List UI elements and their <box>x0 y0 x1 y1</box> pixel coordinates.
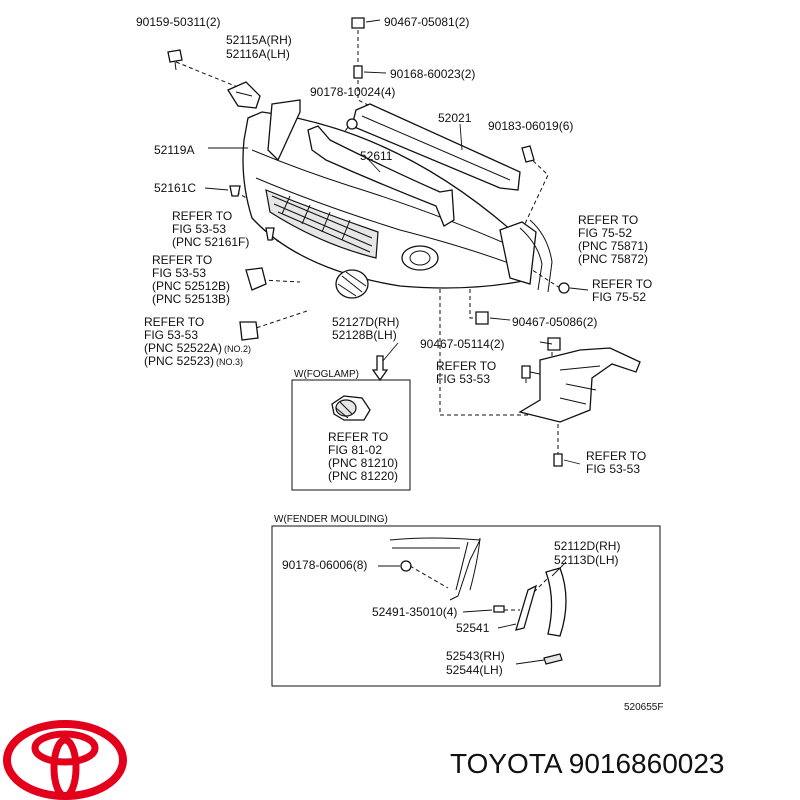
label-52491: 52491-35010(4) <box>372 605 457 619</box>
label-52544: 52544(LH) <box>446 663 503 677</box>
fasteners <box>167 17 570 467</box>
label-52021: 52021 <box>438 111 472 125</box>
label-52543: 52543(RH) <box>446 649 505 663</box>
label-52127: 52127D(RH) <box>332 315 399 329</box>
label-90467-a: 90467-05081(2) <box>384 15 469 29</box>
label-52113: 52113D(LH) <box>554 553 618 567</box>
energy-absorber <box>307 125 455 227</box>
refer-2-a: REFER TO <box>152 253 212 267</box>
refer-2-d: (PNC 52513B) <box>152 292 230 306</box>
label-52541: 52541 <box>456 621 490 635</box>
refer-1-b: FIG 53-53 <box>172 222 226 236</box>
refer-1-a: REFER TO <box>172 209 232 223</box>
refer-6-b: FIG 53-53 <box>436 372 490 386</box>
foglamp-refer-2: FIG 81-02 <box>328 443 382 457</box>
brand-part-number: TOYOTA 9016860023 <box>450 748 725 779</box>
label-90178-b: 90178-06006(8) <box>282 558 367 572</box>
label-52112: 52112D(RH) <box>554 539 620 553</box>
label-52128: 52128B(LH) <box>332 328 397 342</box>
label-90467-b: 90467-05086(2) <box>512 315 597 329</box>
label-90467-c: 90467-05114(2) <box>420 337 505 351</box>
label-52116: 52116A(LH) <box>226 47 290 61</box>
side-bracket <box>227 81 261 109</box>
refer-3-d: (PNC 52523) <box>144 354 214 368</box>
label-52611: 52611 <box>360 149 393 163</box>
refer-4-d: (PNC 75872) <box>578 252 648 266</box>
refer-5-a: REFER TO <box>592 277 652 291</box>
refer-7-b: FIG 53-53 <box>586 462 640 476</box>
foglamp-refer-4: (PNC 81220) <box>328 469 398 483</box>
fender-liner <box>518 347 641 423</box>
refer-4-b: FIG 75-52 <box>578 226 632 240</box>
refer-2-b: FIG 53-53 <box>152 266 206 280</box>
toyota-logo-icon <box>3 720 127 800</box>
fog-lamp-cover <box>335 269 369 299</box>
label-90159: 90159-50311(2) <box>136 15 221 29</box>
refer-7-a: REFER TO <box>586 449 646 463</box>
fender-outline <box>519 219 553 293</box>
label-52115: 52115A(RH) <box>226 33 292 47</box>
refer-1-c: (PNC 52161F) <box>172 235 249 249</box>
refer-5-b: FIG 75-52 <box>592 290 646 304</box>
refer-4-c: (PNC 75871) <box>578 239 648 253</box>
refer-6-a: REFER TO <box>436 359 496 373</box>
refer-3-c: (PNC 52522A) <box>144 341 222 355</box>
fender-moulding-box: W(FENDER MOULDING) 90178-06006(8) 52112D… <box>271 514 661 687</box>
foglamp-box: W(FOGLAMP) REFER TO FIG 81-02 (PNC 81210… <box>291 369 411 491</box>
foglamp-refer-1: REFER TO <box>328 430 388 444</box>
diagram-code: 520655F <box>624 702 663 713</box>
label-90183: 90183-06019(6) <box>488 119 573 133</box>
main-labels: 90159-50311(2) 90467-05081(2) 52115A(RH)… <box>136 15 652 476</box>
foglamp-refer-3: (PNC 81210) <box>328 456 398 470</box>
label-90178-a: 90178-10024(4) <box>310 85 395 99</box>
foglamp-arrow <box>371 355 389 382</box>
refer-2-c: (PNC 52512B) <box>152 279 230 293</box>
label-52161c: 52161C <box>154 181 196 195</box>
foglamp-box-title: W(FOGLAMP) <box>294 369 359 380</box>
bumper-cover <box>242 99 537 289</box>
refer-4-a: REFER TO <box>578 213 638 227</box>
fender-box-title: W(FENDER MOULDING) <box>274 514 388 525</box>
label-52119: 52119A <box>154 143 194 157</box>
label-90168: 90168-60023(2) <box>390 67 475 81</box>
refer-3-d-note: (NO.3) <box>216 357 243 367</box>
refer-3-c-note: (NO.2) <box>224 344 251 354</box>
refer-3-b: FIG 53-53 <box>144 328 198 342</box>
refer-3-a: REFER TO <box>144 315 204 329</box>
